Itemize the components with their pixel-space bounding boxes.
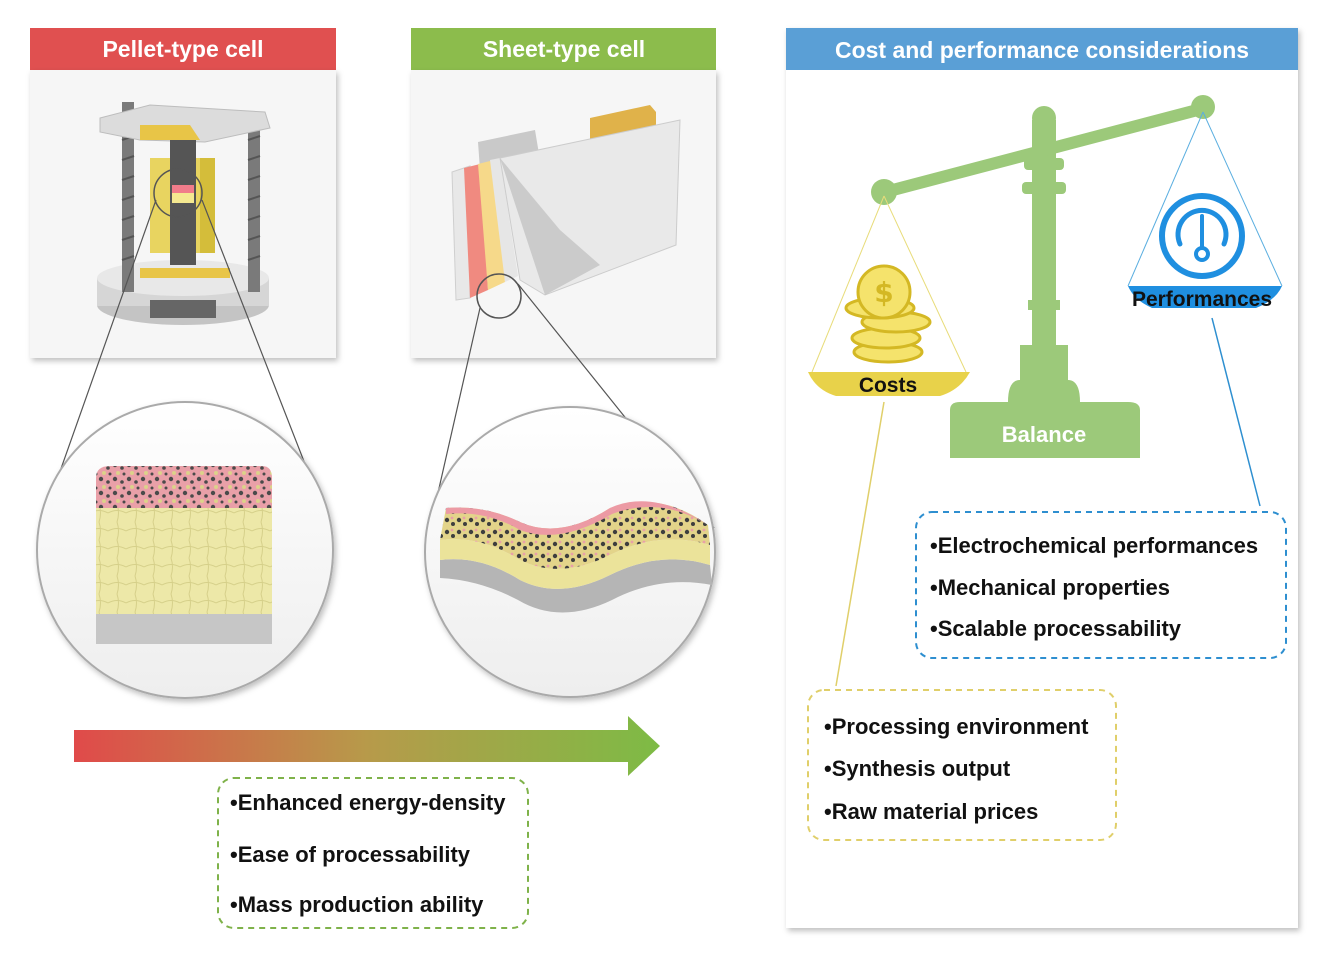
gauge-icon [1159, 193, 1245, 279]
advantage-item: •Enhanced energy-density [230, 790, 506, 815]
cost-factors-box: •Processing environment •Synthesis outpu… [807, 689, 1117, 841]
performance-factors-box: •Electrochemical performances •Mechanica… [915, 511, 1287, 659]
coin-stack-icon: $ [844, 264, 932, 364]
cost-factor-item: •Synthesis output [824, 756, 1011, 781]
sheet-cell-pouch-icon [411, 70, 716, 358]
sheet-panel-title: Sheet-type cell [483, 36, 645, 62]
balance-beam [884, 102, 1206, 198]
cost-header-bar [786, 28, 1298, 70]
sheet-zoom-marker [476, 273, 522, 319]
pellet-zoom-marker [153, 168, 203, 218]
cost-factor-item: •Processing environment [824, 714, 1089, 739]
balance-base [950, 402, 1140, 458]
advantage-item: •Ease of processability [230, 842, 471, 867]
advantages-box: •Enhanced energy-density •Ease of proces… [217, 777, 529, 929]
svg-text:$: $ [874, 276, 893, 309]
sheet-header-bar [411, 28, 716, 70]
performance-factor-item: •Scalable processability [930, 616, 1182, 641]
performances-label: Performances [1132, 288, 1272, 311]
pellet-cell-press-icon [30, 70, 336, 358]
pellet-magnified-view [36, 401, 334, 699]
pellet-panel-title: Pellet-type cell [102, 36, 263, 62]
advantage-item: •Mass production ability [230, 892, 484, 917]
costs-pan: Costs $ [808, 195, 970, 397]
cost-panel-title: Cost and performance considerations [835, 37, 1249, 63]
pellet-panel-header: Pellet-type cell [30, 28, 336, 70]
sheet-magnified-view [424, 406, 716, 698]
performances-pan: Performances [1127, 111, 1283, 311]
balance-label: Balance [1002, 422, 1086, 447]
performance-factor-item: •Electrochemical performances [930, 533, 1258, 558]
performance-factor-item: •Mechanical properties [930, 575, 1170, 600]
costs-label: Costs [859, 374, 917, 397]
progress-arrow [74, 716, 660, 776]
cost-factor-item: •Raw material prices [824, 799, 1038, 824]
sheet-panel-header: Sheet-type cell [411, 28, 716, 70]
performance-connector [1211, 317, 1261, 507]
pellet-header-bar [30, 28, 336, 70]
balance-scale-icon: Balance [871, 95, 1215, 458]
cost-connector [835, 401, 885, 687]
